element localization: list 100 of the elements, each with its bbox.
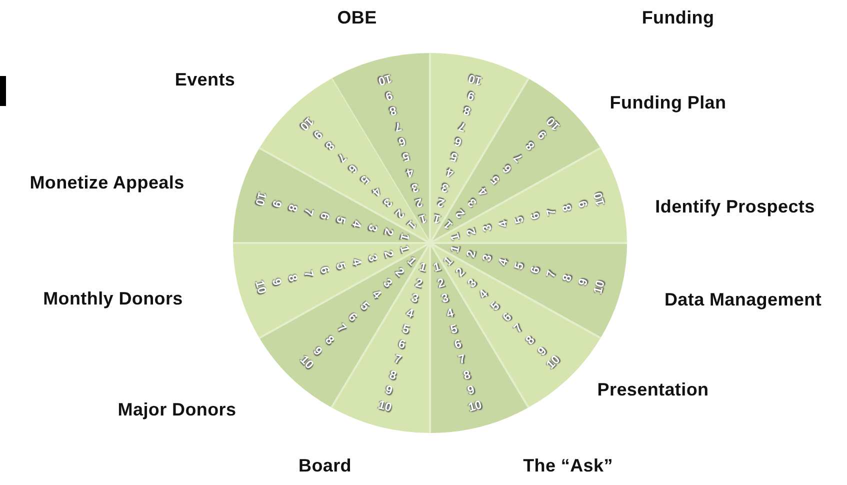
scale-number: 6 xyxy=(397,337,407,351)
scale-number: 6 xyxy=(318,265,332,275)
scale-number: 6 xyxy=(397,135,407,149)
segment-label: The “Ask” xyxy=(523,456,613,476)
scale-number: 9 xyxy=(270,198,284,208)
scale-number: 8 xyxy=(286,274,300,284)
segment-label: Presentation xyxy=(597,380,709,400)
scale-number: 1 xyxy=(432,212,442,226)
scale-number: 1 xyxy=(405,254,418,268)
scale-number: 4 xyxy=(350,219,364,229)
scale-number: 3 xyxy=(382,196,395,210)
scale-number: 7 xyxy=(302,207,316,217)
scale-number: 9 xyxy=(384,384,394,397)
scale-number: 10 xyxy=(591,278,606,295)
scale-number: 5 xyxy=(512,215,526,225)
scale-number: 7 xyxy=(544,269,558,279)
scale-number: 9 xyxy=(576,278,590,288)
scale-number: 6 xyxy=(318,211,332,221)
scale-number: 2 xyxy=(393,207,407,221)
scale-number: 5 xyxy=(488,174,502,187)
scale-number: 3 xyxy=(480,252,494,262)
scale-number: 3 xyxy=(465,276,478,290)
scale-number: 4 xyxy=(370,288,384,302)
scale-number: 9 xyxy=(535,344,548,358)
scale-number: 5 xyxy=(401,150,411,164)
scale-number: 10 xyxy=(376,398,393,414)
scale-number: 4 xyxy=(476,288,490,302)
scale-number: 5 xyxy=(449,150,459,164)
scale-number: 5 xyxy=(358,174,372,187)
scale-number: 9 xyxy=(270,278,284,288)
scale-number: 7 xyxy=(458,120,468,134)
scale-number: 1 xyxy=(418,260,428,274)
scale-number: 9 xyxy=(466,384,476,397)
scale-number: 5 xyxy=(449,322,459,336)
scale-number: 6 xyxy=(500,162,514,176)
scale-number: 4 xyxy=(406,166,416,180)
scale-number: 8 xyxy=(462,368,472,382)
scale-number: 1 xyxy=(398,244,412,254)
scale-number: 1 xyxy=(432,260,442,274)
segment-label: Board xyxy=(298,456,352,476)
scale-number: 7 xyxy=(392,352,402,366)
scale-number: 10 xyxy=(467,72,484,88)
segment-label: Major Donors xyxy=(118,400,236,420)
scale-number: 3 xyxy=(465,196,478,210)
scale-number: 1 xyxy=(448,244,462,254)
scale-number: 4 xyxy=(496,219,510,229)
scale-number: 5 xyxy=(512,261,526,271)
scale-number: 2 xyxy=(464,228,478,238)
scale-number: 7 xyxy=(302,269,316,279)
scale-number: 8 xyxy=(323,140,337,154)
scale-number: 6 xyxy=(453,135,463,149)
scale-number: 5 xyxy=(488,299,502,312)
segment-label: Events xyxy=(174,70,236,90)
scale-number: 2 xyxy=(453,207,467,221)
scale-number: 3 xyxy=(366,252,380,262)
scale-number: 7 xyxy=(458,352,468,366)
scale-number: 8 xyxy=(388,104,398,118)
scale-number: 9 xyxy=(312,344,325,358)
scale-number: 6 xyxy=(346,310,360,324)
scale-number: 2 xyxy=(414,276,424,290)
scale-number: 2 xyxy=(464,248,478,258)
scale-number: 6 xyxy=(453,337,463,351)
segment-label: Funding Plan xyxy=(610,92,726,114)
scale-number: 1 xyxy=(418,212,428,226)
scale-number: 1 xyxy=(442,254,455,268)
scale-number: 4 xyxy=(476,184,490,198)
scale-number: 7 xyxy=(544,207,558,217)
scale-number: 2 xyxy=(453,265,467,279)
scale-number: 9 xyxy=(466,89,476,102)
scale-number: 4 xyxy=(370,184,384,198)
scale-number: 4 xyxy=(406,306,416,320)
scale-number: 8 xyxy=(523,140,537,154)
segment-label: Monetize Appeals xyxy=(30,172,184,194)
scale-number: 10 xyxy=(376,72,393,88)
scale-number: 7 xyxy=(392,120,402,134)
scale-number: 5 xyxy=(334,261,348,271)
scale-number: 8 xyxy=(388,368,398,382)
scale-number: 3 xyxy=(410,181,420,195)
scale-number: 2 xyxy=(436,276,446,290)
scale-number: 9 xyxy=(535,128,548,142)
scale-number: 3 xyxy=(440,181,450,195)
scale-number: 3 xyxy=(366,223,380,234)
scale-number: 6 xyxy=(528,265,542,275)
scale-number: 1 xyxy=(398,232,412,242)
scale-number: 9 xyxy=(384,89,394,102)
scale-number: 10 xyxy=(254,191,269,208)
scale-number: 1 xyxy=(442,218,455,232)
scale-number: 8 xyxy=(523,332,537,346)
scale-number: 2 xyxy=(382,228,396,238)
segment-label: Funding xyxy=(642,8,714,28)
scale-number: 6 xyxy=(346,162,360,176)
scale-number: 3 xyxy=(382,276,395,290)
scale-number: 3 xyxy=(410,291,420,305)
scale-number: 6 xyxy=(500,310,514,324)
scale-number: 2 xyxy=(414,196,424,210)
scale-number: 5 xyxy=(401,322,411,336)
scale-number: 3 xyxy=(440,291,450,305)
scale-number: 7 xyxy=(335,151,348,164)
scale-number: 2 xyxy=(436,196,446,210)
segment-label: OBE xyxy=(337,8,377,28)
